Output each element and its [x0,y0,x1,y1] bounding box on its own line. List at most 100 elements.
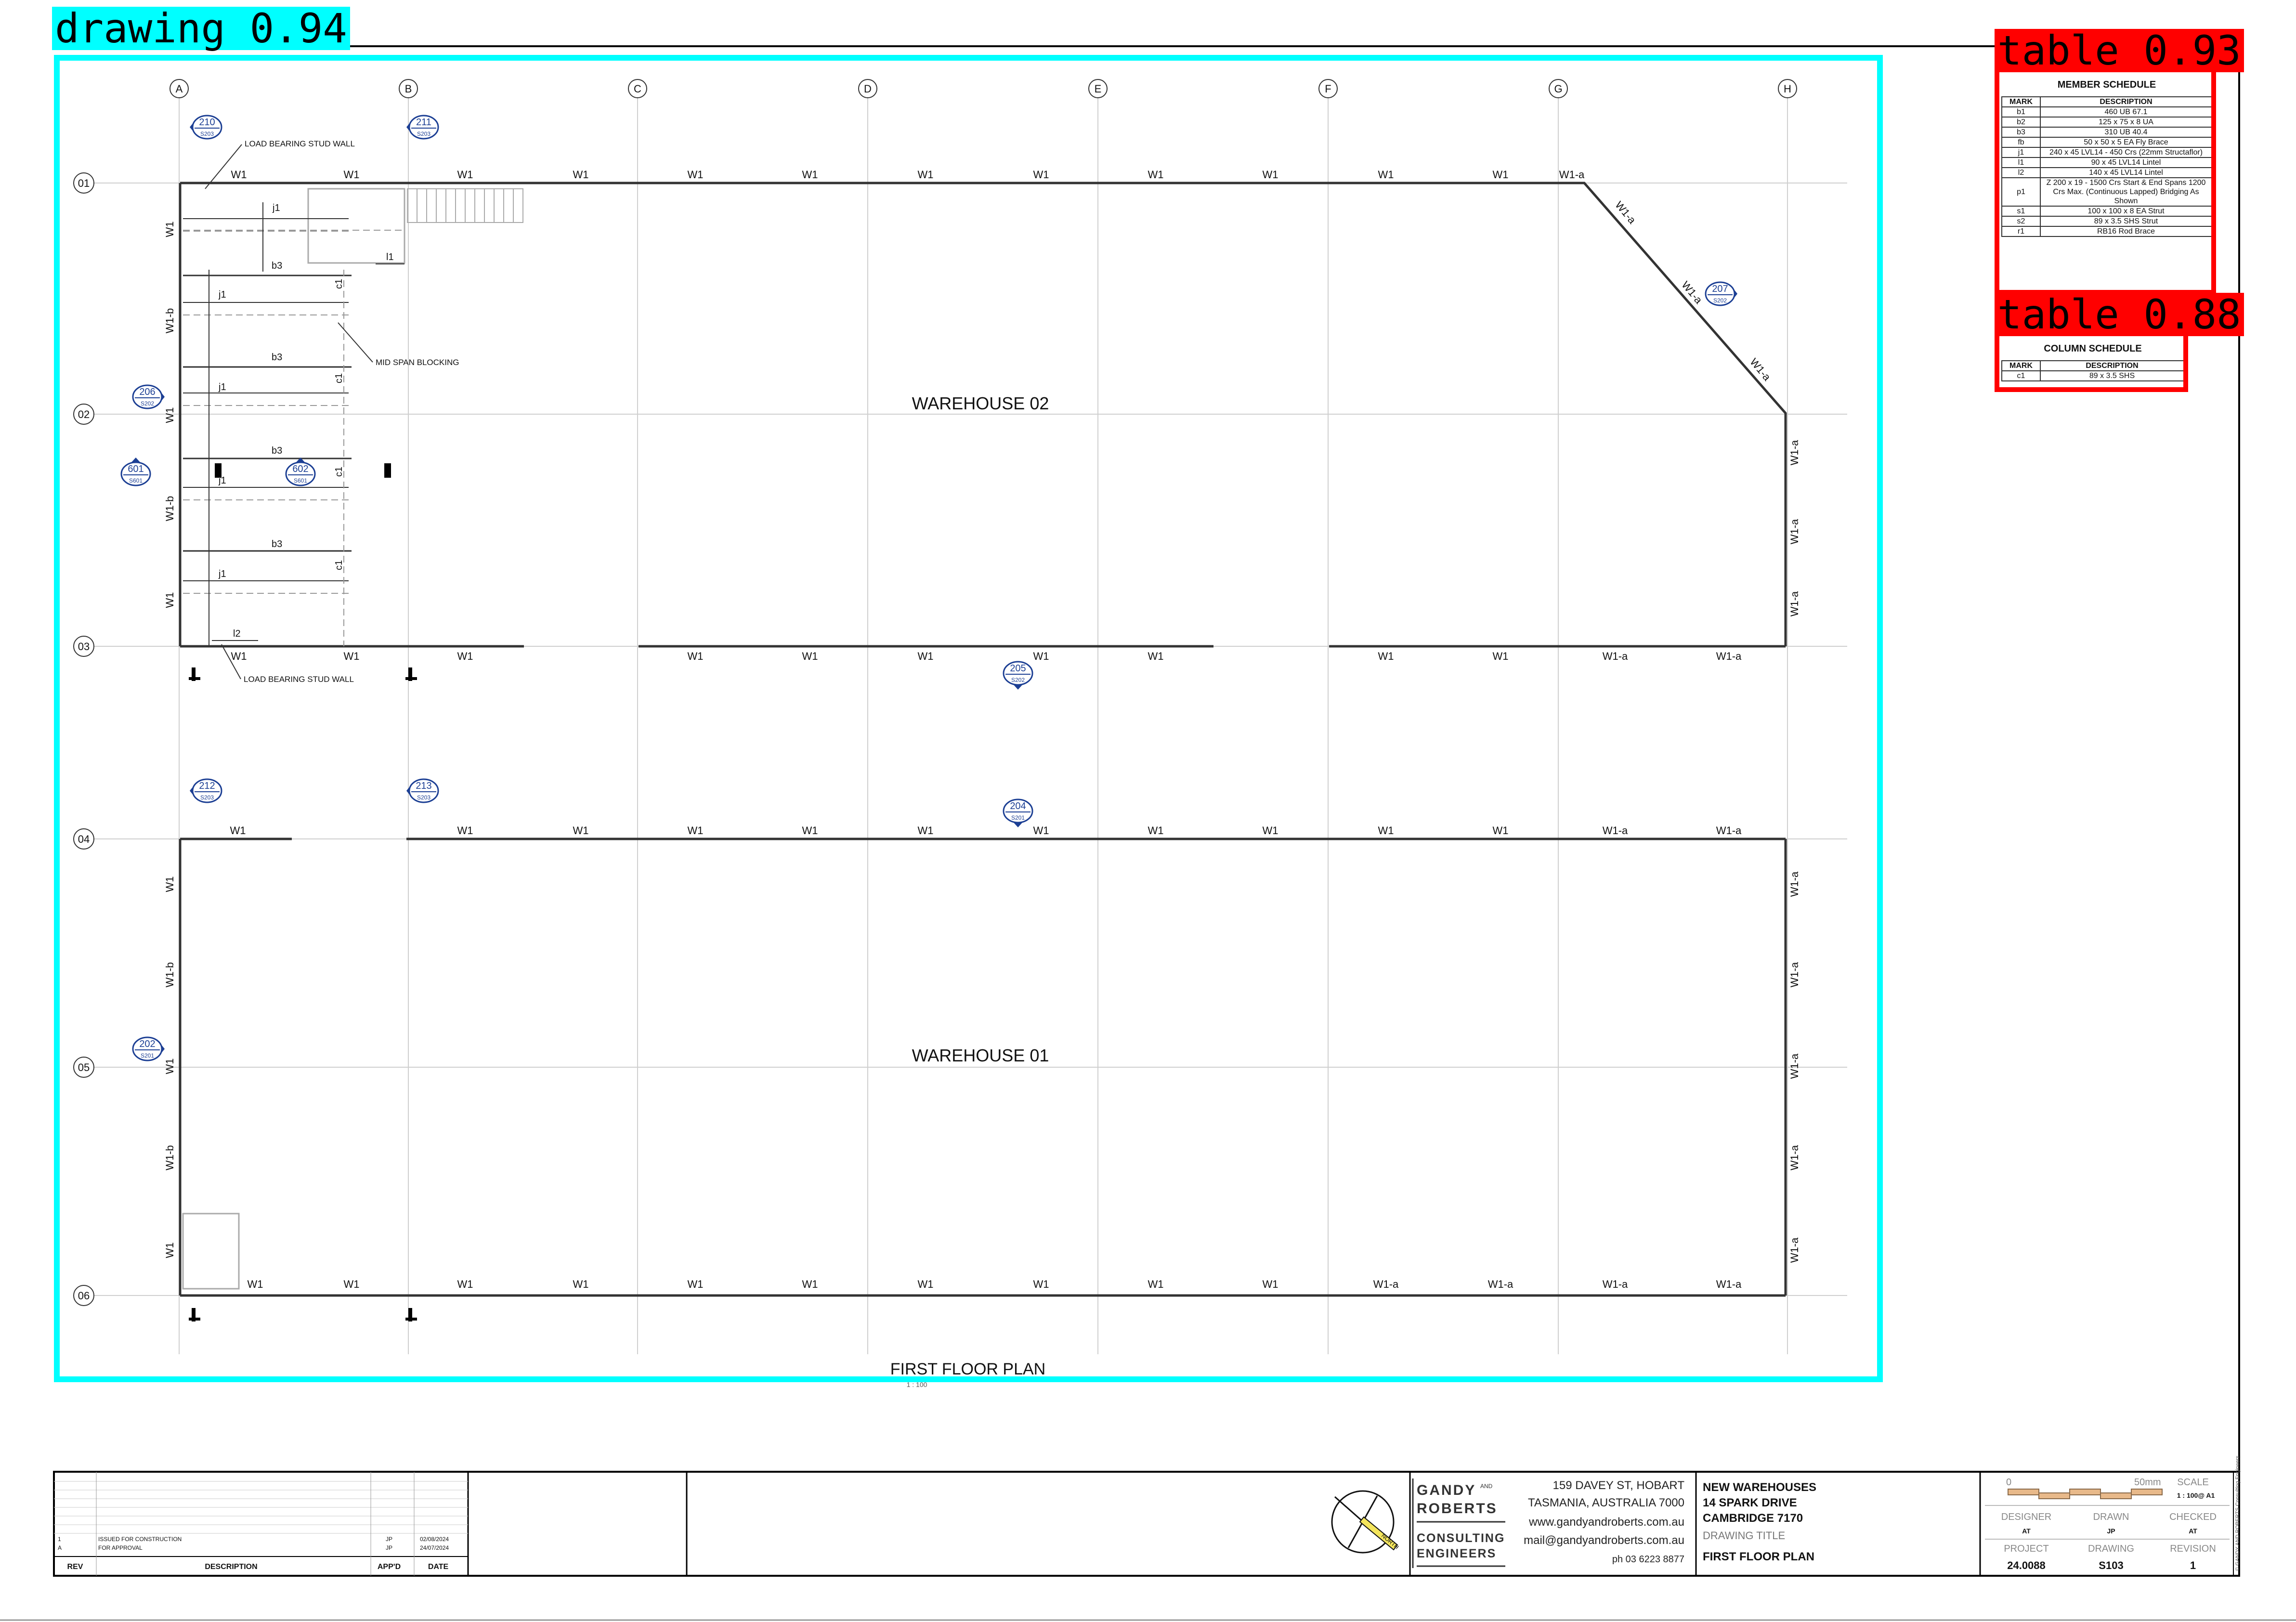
grid-label-D: D [864,83,872,95]
grid-label-01: 01 [78,177,90,189]
info-block: 0 50mm SCALE 1 : 100@ A1 DESIGNER AT DRA… [1985,1477,2230,1571]
wall-tag: W1 [688,650,704,662]
marker-number: 205 [1010,663,1026,674]
logo-engineers: ENGINEERS [1417,1547,1496,1560]
project-line-3: CAMBRIDGE 7170 [1703,1512,1803,1525]
description-cell: 125 x 75 x 8 UA [2040,117,2212,128]
grid-bubble-D [858,79,877,98]
rev-header: REV [67,1563,83,1571]
logo-roberts: ROBERTS [1417,1501,1498,1517]
marker-number: 207 [1712,284,1728,294]
wall-tag: W1 [573,824,589,837]
mark-cell: p1 [2001,177,2041,207]
stair-flight [407,188,523,223]
wall-tag: W1 [344,1278,360,1290]
wall-tag: W1 [802,1278,818,1290]
wall-tag: W1 [802,824,818,837]
wall-tag: W1 [1378,650,1394,662]
marker-sheet-ref: S203 [200,794,214,801]
note-load-bearing-top: LOAD BEARING STUD WALL [245,139,355,148]
grid-label-02: 02 [78,408,90,420]
grid-bubble-A [170,79,189,98]
member-label-l1: l1 [386,252,394,262]
drawing-title: FIRST FLOOR PLAN [1703,1550,1814,1563]
stair-void [182,1213,240,1290]
member-table-detection-box [1995,65,2216,295]
wall-tag: W1 [918,169,934,181]
project-line-1: NEW WAREHOUSES [1703,1481,1816,1494]
description-cell: 90 x 45 LVL14 Lintel [2040,157,2212,168]
logo-gandy: GANDY [1417,1482,1476,1498]
drawing-number: S103 [2099,1559,2123,1571]
wall-tag: W1-a [1788,962,1800,987]
description-cell: 310 UB 40.4 [2040,127,2212,138]
floor-void [307,188,405,264]
member-label-b3: b3 [272,445,282,456]
wall-tag: W1-a [1716,824,1742,837]
grid-label-C: C [634,83,641,95]
wall-tag: W1 [918,824,934,837]
wall-tag: W1-a [1788,519,1800,544]
wall-tag: W1 [1148,1278,1164,1290]
wall-tag: W1-a [1788,440,1800,465]
drawing-title-label: DRAWING TITLE [1703,1530,1785,1542]
scale-value: 1 : 100@ A1 [2177,1491,2215,1499]
wall-tag: W1 [1263,1278,1278,1290]
wall-tag: W1 [1378,169,1394,181]
marker-number: 206 [139,387,155,397]
member-label-c1: c1 [334,467,344,477]
description-cell: RB16 Rod Brace [2040,226,2212,237]
rev-header: DATE [428,1563,449,1571]
grid-bubble-06 [73,1285,94,1306]
checked-label: CHECKED [2169,1512,2217,1522]
wall-tag: W1 [344,650,360,662]
member-label-b3: b3 [272,539,282,549]
member-label-j1: j1 [218,382,226,392]
wall-tag: W1 [164,1243,176,1258]
description-cell: 460 UB 67.1 [2040,106,2212,118]
warehouse-02-walls [179,182,1787,648]
revision-label: REVISION [2170,1544,2216,1554]
description-cell: 50 x 50 x 5 EA Fly Brace [2040,137,2212,148]
description-cell: 240 x 45 LVL14 - 450 Crs (22mm Structafl… [2040,147,2212,158]
mark-cell: j1 [2001,147,2041,158]
rev-description: FOR APPROVAL [98,1544,143,1551]
wall-tag: W1 [1148,824,1164,837]
wall-tag: W1-a [1559,169,1585,181]
marker-sheet-ref: S601 [294,477,307,484]
wall-tag: W1 [164,876,176,892]
marker-number: 210 [199,117,215,128]
wall-tag: W1 [231,169,247,181]
wall-tag: W1 [688,824,704,837]
scale-label: SCALE [2177,1477,2209,1488]
wall-tag: W1 [573,1278,589,1290]
member-label-c1: c1 [334,279,344,289]
marker-number: 202 [139,1039,155,1049]
room-label-warehouse-01: WAREHOUSE 01 [912,1046,1049,1065]
address-phone: ph 03 6223 8877 [1612,1554,1684,1565]
wall-tag: W1 [231,650,247,662]
title-block [53,1471,2240,1577]
column-header-description: DESCRIPTION [2040,360,2184,371]
scale-bar-start: 0 [2006,1477,2011,1488]
column-table-detection-label: table 0.88 [1995,293,2244,336]
member-label-c1: c1 [334,373,344,383]
mark-cell: c1 [2001,370,2041,381]
member-label-j1: j1 [218,569,226,579]
wall-tag: W1 [573,169,589,181]
wall-tag: W1-a [1603,824,1628,837]
description-cell: 89 x 3.5 SHS Strut [2040,216,2212,227]
wall-tag: W1 [1033,169,1049,181]
wall-tag: W1 [344,169,360,181]
scale-bar-end: 50mm [2134,1477,2161,1488]
grid-bubble-05 [73,1057,94,1078]
